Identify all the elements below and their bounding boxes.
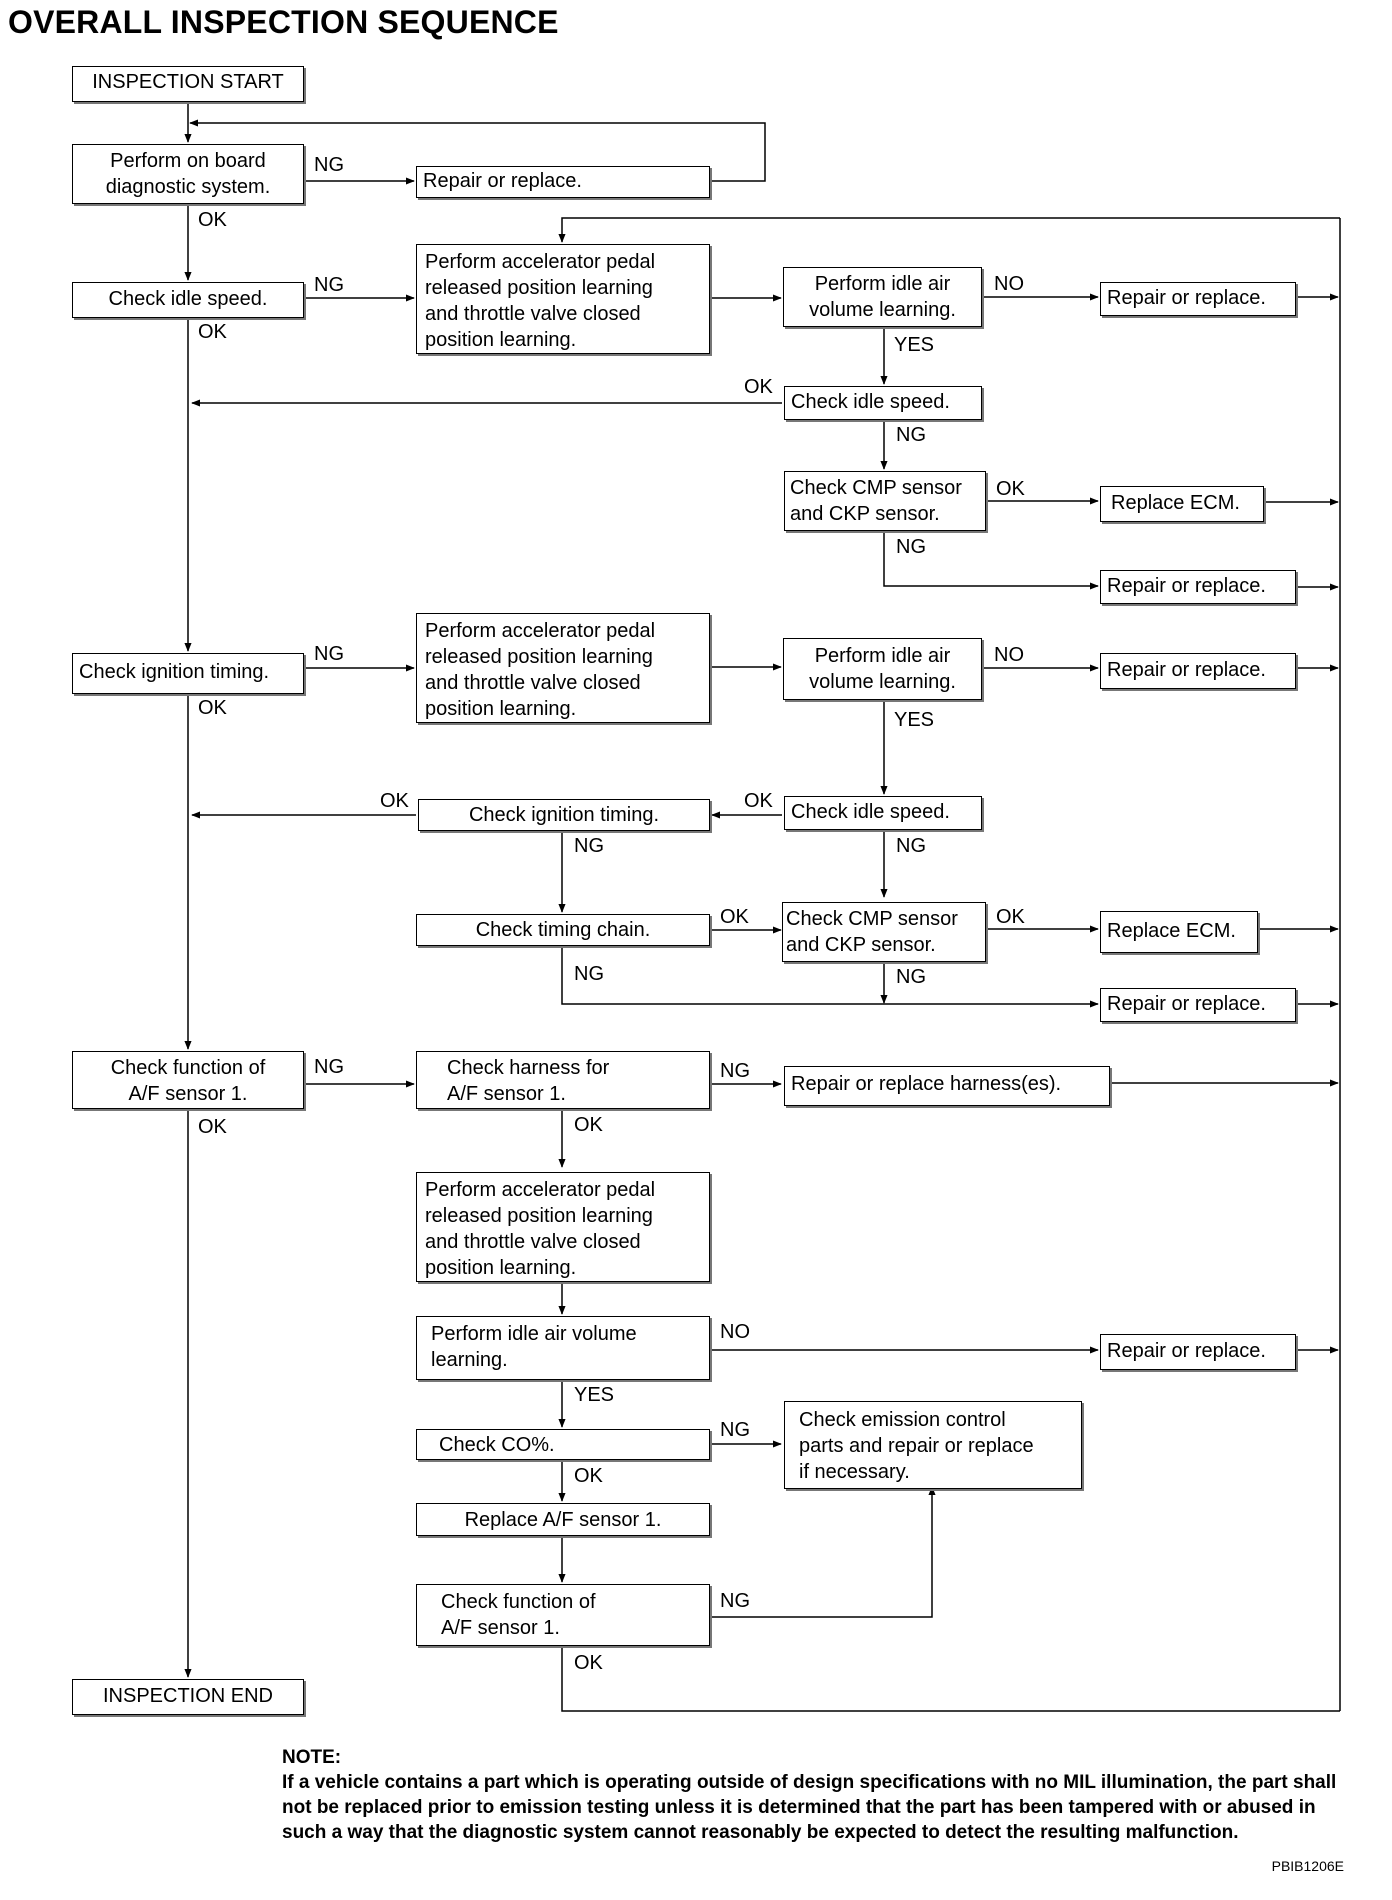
repair-harness-box: Repair or replace harness(es). [784, 1066, 1110, 1106]
label-yes: YES [894, 334, 935, 356]
repair-box-5: Repair or replace. [1100, 1334, 1296, 1370]
label-no: NO [720, 1321, 750, 1343]
learning-box-3: Perform accelerator pedal released posit… [416, 1172, 710, 1282]
learning-box-2: Perform accelerator pedal released posit… [416, 613, 710, 723]
label-ok: OK [198, 209, 227, 231]
check-idle-speed-box-3: Check idle speed. [784, 796, 982, 830]
label-ng: NG [314, 1056, 344, 1078]
label-ng: NG [314, 154, 344, 176]
check-harness-box: Check harness for A/F sensor 1. [416, 1051, 710, 1109]
replace-ecm-box-2: Replace ECM. [1100, 911, 1258, 953]
idle-air-learning-box-1: Perform idle air volume learning. [783, 267, 982, 327]
label-ok: OK [380, 790, 409, 812]
label-ng: NG [896, 424, 926, 446]
label-ok: OK [198, 1116, 227, 1138]
label-ok: OK [198, 321, 227, 343]
label-ng: NG [720, 1060, 750, 1082]
label-ok: OK [744, 376, 773, 398]
check-af-sensor-box-1: Check function of A/F sensor 1. [72, 1051, 304, 1109]
repair-box-2: Repair or replace. [1100, 570, 1296, 604]
obd-box: Perform on board diagnostic system. [72, 144, 304, 204]
label-yes: YES [574, 1384, 615, 1406]
label-ng: NG [314, 274, 344, 296]
label-ok: OK [574, 1652, 603, 1674]
learning-box-1: Perform accelerator pedal released posit… [416, 244, 710, 354]
note-heading: NOTE: [282, 1747, 342, 1768]
label-ok: OK [574, 1465, 603, 1487]
label-ng: NG [720, 1419, 750, 1441]
check-cmp-ckp-box-2: Check CMP sensor and CKP sensor. [782, 902, 986, 962]
label-ng: NG [720, 1590, 750, 1612]
idle-air-learning-box-2: Perform idle air volume learning. [783, 638, 982, 700]
label-ok: OK [720, 906, 749, 928]
label-ok: OK [744, 790, 773, 812]
check-af-sensor-box-2: Check function of A/F sensor 1. [416, 1584, 710, 1646]
label-ng: NG [574, 835, 604, 857]
replace-af-sensor-box: Replace A/F sensor 1. [416, 1503, 710, 1536]
repair-box-top: Repair or replace. [416, 166, 710, 198]
replace-ecm-box-1: Replace ECM. [1100, 486, 1264, 522]
check-idle-speed-box-1: Check idle speed. [72, 282, 304, 318]
label-ok: OK [996, 906, 1025, 928]
figure-code: PBIB1206E [1271, 1858, 1344, 1874]
page-title: OVERALL INSPECTION SEQUENCE [8, 4, 559, 40]
check-co-box: Check CO%. [416, 1429, 710, 1460]
check-ignition-timing-box-1: Check ignition timing. [72, 653, 304, 694]
repair-box-3: Repair or replace. [1100, 653, 1296, 689]
label-ok: OK [574, 1114, 603, 1136]
check-ignition-timing-box-2: Check ignition timing. [418, 799, 710, 831]
check-emission-box: Check emission control parts and repair … [784, 1401, 1082, 1489]
label-ok: OK [996, 478, 1025, 500]
check-cmp-ckp-box-1: Check CMP sensor and CKP sensor. [784, 471, 986, 531]
label-ng: NG [896, 966, 926, 988]
idle-air-learning-box-3: Perform idle air volume learning. [416, 1316, 710, 1380]
label-no: NO [994, 644, 1024, 666]
label-ng: NG [896, 835, 926, 857]
label-ng: NG [314, 643, 344, 665]
inspection-start-box: INSPECTION START [72, 66, 304, 102]
inspection-end-box: INSPECTION END [72, 1679, 304, 1715]
label-ok: OK [198, 697, 227, 719]
label-no: NO [994, 273, 1024, 295]
label-yes: YES [894, 709, 935, 731]
check-idle-speed-box-2: Check idle speed. [784, 386, 982, 420]
note-block: NOTE: If a vehicle contains a part which… [282, 1745, 1342, 1845]
label-ng: NG [574, 963, 604, 985]
repair-box-4: Repair or replace. [1100, 988, 1296, 1022]
repair-box-1: Repair or replace. [1100, 282, 1296, 316]
check-timing-chain-box: Check timing chain. [416, 914, 710, 946]
note-text: If a vehicle contains a part which is op… [282, 1772, 1337, 1843]
label-ng: NG [896, 536, 926, 558]
